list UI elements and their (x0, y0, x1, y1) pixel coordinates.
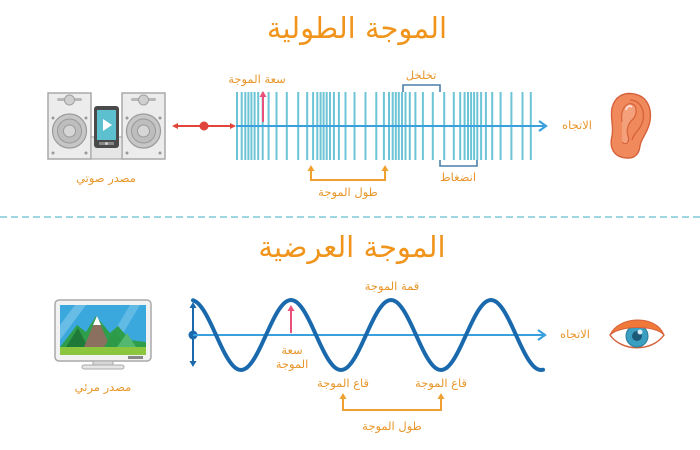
longitudinal-amplitude-label: سعة الموجة (228, 72, 286, 86)
monitor-icon (54, 299, 152, 370)
crest-label: قمة الموجة (364, 279, 420, 293)
sound-source-label: مصدر صوتي (76, 171, 136, 185)
trough-label-1: قاع الموجة (316, 376, 370, 390)
transverse-amplitude-label-line1: سعة (281, 343, 303, 357)
longitudinal-direction-arrow (236, 120, 548, 132)
transverse-amplitude-label: سعة الموجة (276, 343, 309, 372)
compression-bracket (439, 160, 478, 167)
rarefaction-bracket (402, 84, 441, 92)
transverse-direction-label: الاتجاه (560, 327, 590, 341)
source-vibration-arrow (172, 121, 236, 131)
transverse-title: الموجة العرضية (258, 230, 446, 264)
visual-source-label: مصدر مرئي (74, 380, 132, 394)
longitudinal-wavelength-label: طول الموجة (318, 185, 378, 199)
transverse-sine-wave (191, 297, 545, 373)
rarefaction-label: تخلخل (405, 68, 437, 82)
longitudinal-amplitude-arrow (259, 91, 267, 122)
eye-icon (609, 319, 665, 349)
trough-label-2: قاع الموجة (414, 376, 468, 390)
ear-icon (610, 92, 652, 159)
longitudinal-title: الموجة الطولية (266, 11, 448, 45)
compression-label: انضغاط (439, 170, 477, 184)
transverse-wavelength-arrow (339, 393, 445, 411)
longitudinal-direction-label: الاتجاه (562, 118, 592, 132)
stereo-speaker-icon (47, 92, 166, 160)
longitudinal-wavelength-arrow (307, 165, 389, 181)
transverse-amplitude-label-line2: الموجة (275, 357, 309, 372)
transverse-amplitude-arrow (287, 305, 295, 333)
transverse-wavelength-label: طول الموجة (362, 419, 422, 433)
